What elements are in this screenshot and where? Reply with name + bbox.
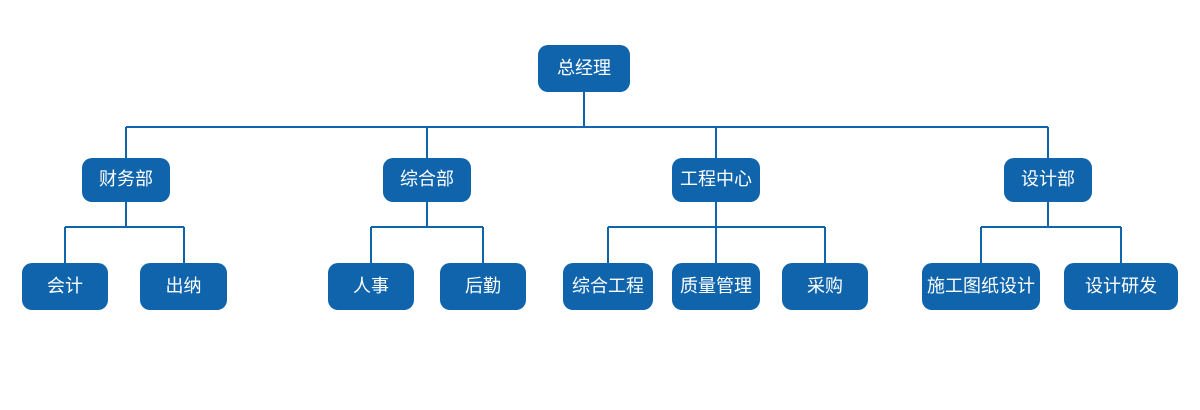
org-node-hr: 人事: [328, 263, 414, 310]
org-node-general-manager: 总经理: [538, 45, 630, 92]
connector-group-finance: [64, 202, 185, 263]
org-node-cashier: 出纳: [140, 263, 227, 310]
org-node-accounting: 会计: [22, 263, 108, 310]
org-node-general-engineering: 综合工程: [563, 263, 653, 310]
org-node-finance-dept: 财务部: [82, 158, 170, 202]
connector-group-engineering: [607, 202, 826, 263]
org-node-procurement: 采购: [782, 263, 868, 310]
connector-group-design: [980, 202, 1122, 263]
org-node-general-dept: 综合部: [383, 158, 471, 202]
connector-group-general: [370, 202, 484, 263]
connector-group-root: [125, 92, 1049, 158]
org-node-logistics: 后勤: [440, 263, 526, 310]
org-node-design-dept: 设计部: [1004, 158, 1092, 202]
org-node-quality-management: 质量管理: [672, 263, 760, 310]
org-node-engineering-center: 工程中心: [672, 158, 760, 202]
org-node-construction-drawing-design: 施工图纸设计: [922, 263, 1040, 310]
org-node-design-rd: 设计研发: [1064, 263, 1178, 310]
